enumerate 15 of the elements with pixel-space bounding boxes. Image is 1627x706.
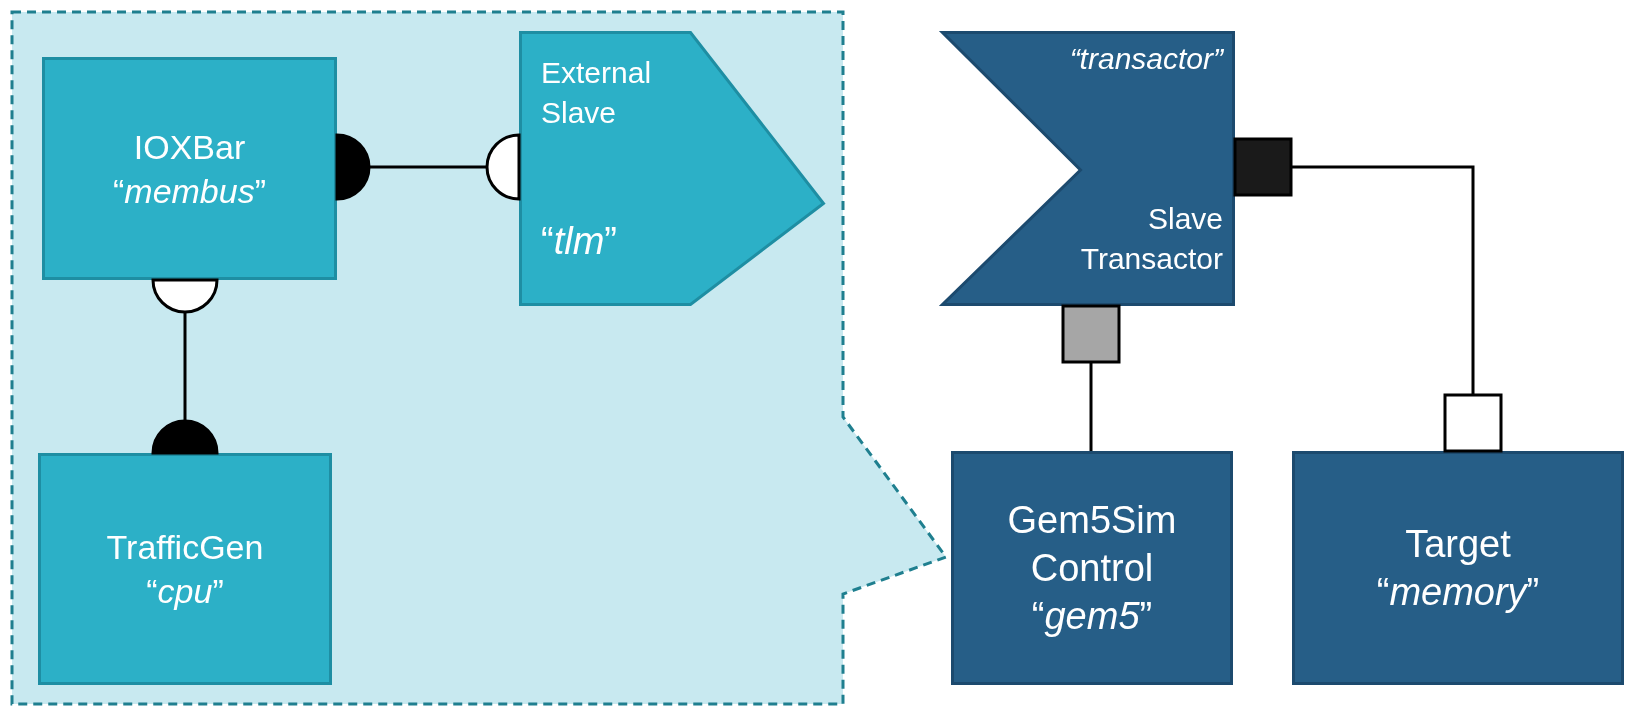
component-name: External Slave xyxy=(541,55,653,131)
port-connector xyxy=(151,278,219,455)
component-name: IOXBar xyxy=(133,126,246,168)
component-name: TrafficGen xyxy=(106,527,264,568)
instance-name: Slave Transactor xyxy=(1079,201,1223,277)
stereotype-label: “transactor” xyxy=(1068,41,1223,77)
instance-name: “cpu” xyxy=(146,571,224,612)
component-name: Target xyxy=(1405,522,1511,567)
port-connector xyxy=(1061,304,1121,451)
instance-name: “membus” xyxy=(113,170,266,212)
port-connector xyxy=(1233,137,1503,453)
instance-name: “memory” xyxy=(1376,570,1540,615)
instance-name: “gem5” xyxy=(1031,594,1153,639)
port-connector xyxy=(335,133,521,201)
instance-name: “tlm” xyxy=(541,221,618,261)
